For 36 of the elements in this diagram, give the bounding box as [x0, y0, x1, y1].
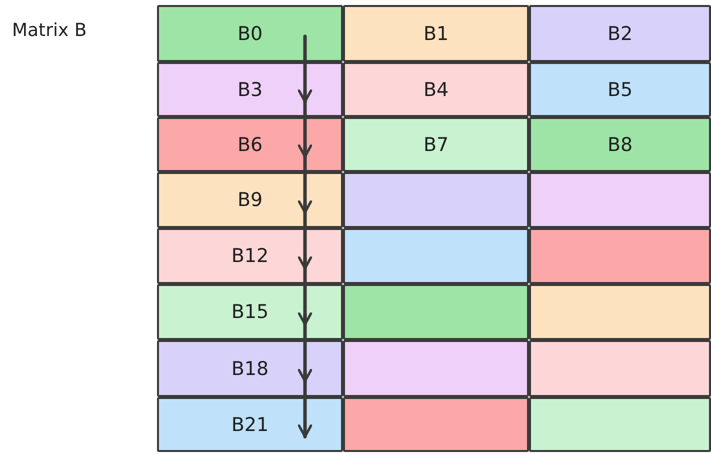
cell-label: B2 — [607, 22, 633, 44]
cell-label: B18 — [231, 358, 269, 380]
cell-label: B4 — [423, 78, 449, 100]
matrix-cell — [157, 228, 343, 284]
arrow — [298, 34, 312, 104]
matrix-cell — [529, 62, 711, 117]
matrix-cell — [529, 5, 711, 62]
cell-label: B21 — [231, 414, 269, 436]
matrix-cell — [157, 172, 343, 228]
matrix-cell — [157, 5, 343, 62]
cell-label: B3 — [237, 78, 263, 100]
cell-label: B5 — [607, 78, 633, 100]
matrix-cell — [157, 62, 343, 117]
arrow — [298, 313, 312, 383]
arrow — [298, 146, 312, 214]
matrix-cell — [157, 397, 343, 452]
matrix-cell — [343, 5, 529, 62]
arrow — [298, 370, 312, 438]
matrix-cell — [157, 340, 343, 397]
matrix-cell — [343, 62, 529, 117]
cell-label: B12 — [231, 245, 269, 267]
matrix-cell — [157, 284, 343, 340]
arrow — [298, 90, 312, 158]
cell-label: B15 — [231, 301, 269, 323]
cell-label: B6 — [237, 134, 263, 156]
cell-label: B7 — [423, 134, 449, 156]
matrix-cell — [343, 117, 529, 172]
cell-label: B9 — [237, 189, 263, 211]
cell-label: B1 — [423, 22, 449, 44]
arrow — [298, 257, 312, 326]
arrow — [298, 201, 312, 270]
matrix-title: Matrix B — [12, 20, 87, 41]
cell-label: B8 — [607, 134, 633, 156]
cell-label: B0 — [237, 22, 263, 44]
matrix-cell — [157, 117, 343, 172]
matrix-cell — [529, 117, 711, 172]
